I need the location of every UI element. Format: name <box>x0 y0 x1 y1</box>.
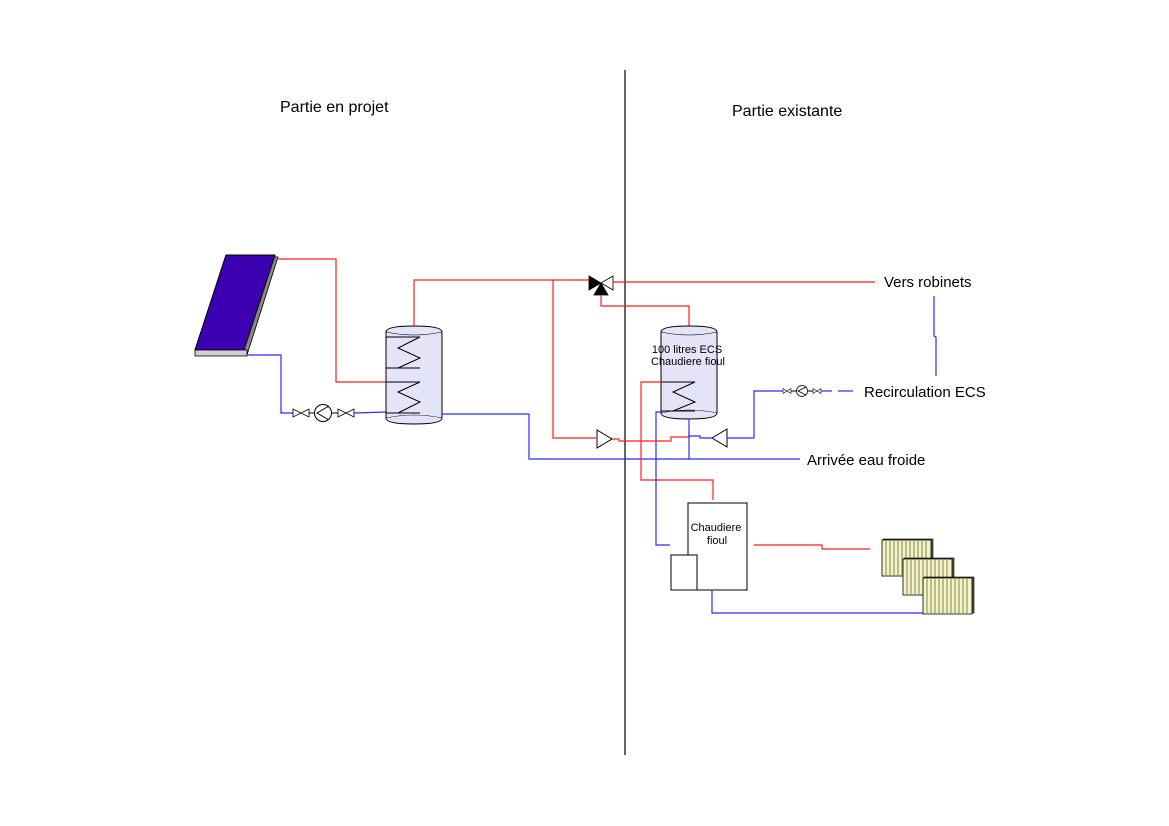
ecs-tank <box>660 325 718 420</box>
recirc-pump-group <box>782 385 822 397</box>
solar-pump-group <box>292 404 355 422</box>
ecs-to-boiler-return-pipe <box>655 411 670 546</box>
check-valve-icon <box>596 429 613 449</box>
solar-storage-tank <box>385 325 443 425</box>
boiler-label-2: fioul <box>707 535 727 547</box>
radiator-icon <box>922 576 975 615</box>
lower-coil-icon <box>386 381 422 414</box>
upper-coil-icon <box>386 336 422 369</box>
pump-icon <box>796 385 808 397</box>
solar-return-pipe <box>247 354 293 414</box>
valve-icon <box>812 387 822 395</box>
heating-flow-pipe <box>754 544 870 550</box>
ecs-tank-label-1: 100 litres ECS <box>652 344 722 356</box>
solar-return-pipe-2 <box>353 411 387 414</box>
label-recirculation-ecs: Recirculation ECS <box>864 384 986 401</box>
boiler-label-1: Chaudiere <box>691 522 742 534</box>
right-section-title: Partie existante <box>732 103 842 120</box>
bypass-hot-pipe <box>552 280 596 439</box>
valve-icon <box>782 387 792 395</box>
radiators <box>881 538 975 615</box>
boiler <box>670 502 748 591</box>
left-section-title: Partie en projet <box>280 99 389 116</box>
solar-hot-pipe <box>277 258 386 383</box>
valve-icon <box>337 408 355 418</box>
recirc-check-valve-icon <box>711 428 728 448</box>
taps-recirc-link-pipe <box>933 296 937 376</box>
recirc-join-pipe <box>689 435 712 439</box>
ecs-tank-label-2: Chaudiere fioul <box>651 356 725 368</box>
pump-icon <box>314 404 332 422</box>
label-vers-robinets: Vers robinets <box>884 274 972 291</box>
mixing-return-pipe <box>600 295 690 326</box>
mix-pipe-to-ecs <box>612 432 690 442</box>
ecs-coil-icon <box>661 381 697 412</box>
recirc-pipe <box>727 390 783 439</box>
valve-icon <box>292 408 310 418</box>
heating-return-pipe <box>711 590 924 614</box>
tank-hot-outlet-pipe <box>413 279 590 326</box>
cold-supply-pipe <box>442 413 800 460</box>
solar-collector <box>194 254 279 357</box>
boiler-to-ecs-hot-pipe <box>640 381 714 500</box>
three-way-valve-icon[interactable] <box>588 275 614 296</box>
label-arrivee-eau-froide: Arrivée eau froide <box>807 452 925 469</box>
